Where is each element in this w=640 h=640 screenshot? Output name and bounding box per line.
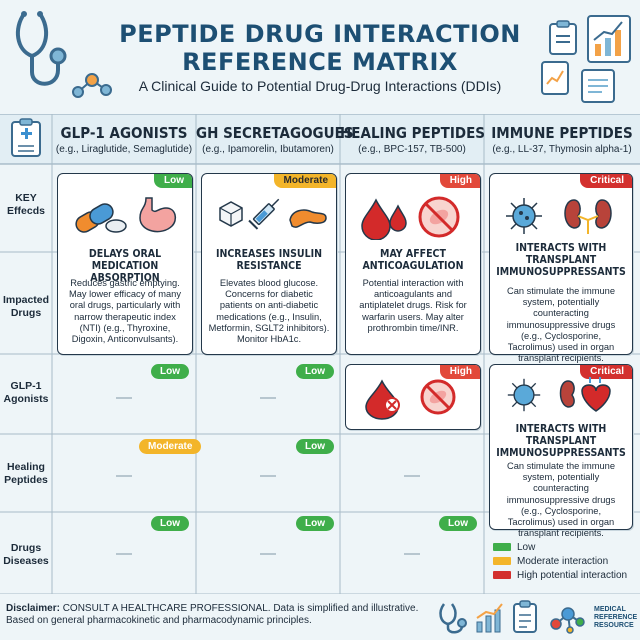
card-description: Can stimulate the immune system, potenti… [506,461,616,539]
clipboard-icon [549,20,577,55]
row-label-glp1: GLP-1 Agonists [3,380,49,405]
no-pill-icon [418,196,460,238]
legend-label: High potential interaction [517,569,628,581]
column-subtitle: (e.g., Liraglutide, Semaglutide) [55,144,193,155]
risk-badge: Critical [580,365,632,379]
disclaimer-text-2: Based on general pharmacokinetic and pha… [6,615,312,626]
row-label-healing: Healing Peptides [4,461,48,486]
legend-item: Low [493,540,627,554]
pancreas-icon [289,209,327,228]
card-title: MAY AFFECT ANTICOAGULATION [362,248,464,272]
risk-pill: Low [296,516,334,531]
legend-label: Low [517,541,536,553]
interaction-card-glp1[interactable]: Low DELAYS ORAL MEDICATION ABSORPTION Re… [57,173,193,355]
brand-line: RESOURCE [594,622,634,629]
stomach-icon [139,197,177,233]
card-title: INCREASES INSULIN RESISTANCE [215,248,323,272]
legend-swatch [493,543,511,551]
medical-chart-icon [11,118,41,157]
syringe-icon [248,198,280,230]
stethoscope-icon [439,603,467,634]
document-icon [581,69,615,103]
interaction-card-healing[interactable]: High MAY AFFECT ANTICOAGULATION Potentia… [345,173,481,355]
sugar-cube-icon [219,201,243,227]
kidneys-icon [564,199,612,234]
row-label-impacted-drugs: Impacted Drugs [2,294,50,319]
virus-icon [506,198,542,234]
risk-pill: Low [151,516,189,531]
brand-line: REFERENCE [594,614,638,621]
report-icon [541,61,569,95]
card-description: Can stimulate the immune system, potenti… [506,286,616,364]
interaction-card-immune-lower[interactable]: Critical INTERACTS WITH TRANSPLANT IMMUN… [489,364,633,538]
interaction-card-gh[interactable]: Moderate INCREASES INSULIN RESISTANCE El… [201,173,337,355]
legend-swatch [493,557,511,565]
risk-pill: Low [296,439,334,454]
page-subtitle: A Clinical Guide to Potential Drug-Drug … [138,78,502,94]
card-description: Potential interaction with anticoagulant… [359,278,467,333]
clipboard-icon [513,600,537,633]
molecule-icon [72,73,112,98]
legend-label: Moderate interaction [517,555,609,567]
card-title: INTERACTS WITH TRANSPLANT IMMUNOSUPPRESS… [496,423,626,459]
risk-badge: Moderate [273,174,336,188]
card-title: DELAYS ORAL MEDICATION ABSORPTION [88,248,162,284]
blood-drop-block-icon [365,379,400,420]
stethoscope-icon [15,11,67,86]
molecule-logo-icon [550,607,585,634]
column-title: HEALING PEPTIDES [340,124,486,142]
risk-pill: Low [151,364,189,379]
empty-cell-dash [116,553,132,555]
card-description: Reduces gastric emptying. May lower effi… [69,278,181,345]
column-header-immune: IMMUNE PEPTIDES (e.g., LL-37, Thymosin a… [484,114,640,164]
card-title: INTERACTS WITH TRANSPLANT IMMUNOSUPPRESS… [496,242,626,278]
column-subtitle: (e.g., BPC-157, TB-500) [358,144,466,155]
interaction-card-glp1-healing[interactable]: High [345,364,481,430]
column-header-gh: GH SECRETAGOGUES (e.g., Ipamorelin, Ibut… [196,114,354,164]
row-label-key-effects: KEY Effecds [7,192,45,217]
virus-icon [507,378,541,412]
empty-cell-dash [404,553,420,555]
column-title: IMMUNE PEPTIDES [491,124,633,142]
card-description: Elevates blood glucose. Concerns for dia… [208,278,330,345]
disclaimer-label: Disclaimer: [6,603,60,614]
empty-cell-dash [260,397,276,399]
empty-cell-dash [116,475,132,477]
legend-swatch [493,571,511,579]
page-title-line1: PEPTIDE DRUG INTERACTION [119,20,521,48]
bar-chart-icon [476,603,503,633]
empty-cell-dash [116,397,132,399]
column-subtitle: (e.g., LL-37, Thymosin alpha-1) [492,144,632,155]
brand-logo-text: MEDICAL REFERENCE RESOURCE [594,606,637,630]
empty-cell-dash [260,553,276,555]
pill-capsule-icon [75,203,127,233]
disclaimer: Disclaimer: CONSULT A HEALTHCARE PROFESS… [6,603,418,627]
empty-cell-dash [404,475,420,477]
legend-item: Moderate interaction [493,554,627,568]
brand-line: MEDICAL [594,606,626,613]
growth-chart-icon [587,15,631,63]
risk-badge: Critical [580,174,632,188]
interaction-card-immune[interactable]: Critical INTERACTS WITH TRANSPLANT IMMUN… [489,173,633,363]
column-title: GH SECRETAGOGUES [196,124,354,142]
risk-pill: Low [296,364,334,379]
risk-pill: Low [439,516,477,531]
organs-icon [559,377,611,412]
column-title: GLP-1 AGONISTS [60,124,188,142]
disclaimer-text: CONSULT A HEALTHCARE PROFESSIONAL. Data … [62,603,419,614]
empty-cell-dash [260,475,276,477]
risk-badge: High [439,174,480,188]
column-header-glp1: GLP-1 AGONISTS (e.g., Liraglutide, Semag… [52,114,196,164]
risk-badge: High [439,365,480,379]
column-subtitle: (e.g., Ipamorelin, Ibutamoren) [202,144,334,155]
legend-item: High potential interaction [493,568,627,582]
column-header-healing: HEALING PEPTIDES (e.g., BPC-157, TB-500) [340,114,486,164]
no-pill-icon [420,379,456,415]
risk-legend: Low Moderate interaction High potential … [493,540,627,582]
page-title-line2: REFERENCE MATRIX [182,48,458,76]
risk-pill: Moderate [139,439,202,454]
blood-drops-icon [361,198,407,240]
risk-badge: Low [154,174,192,188]
row-label-drugs-diseases: Drugs Diseases [3,542,49,567]
